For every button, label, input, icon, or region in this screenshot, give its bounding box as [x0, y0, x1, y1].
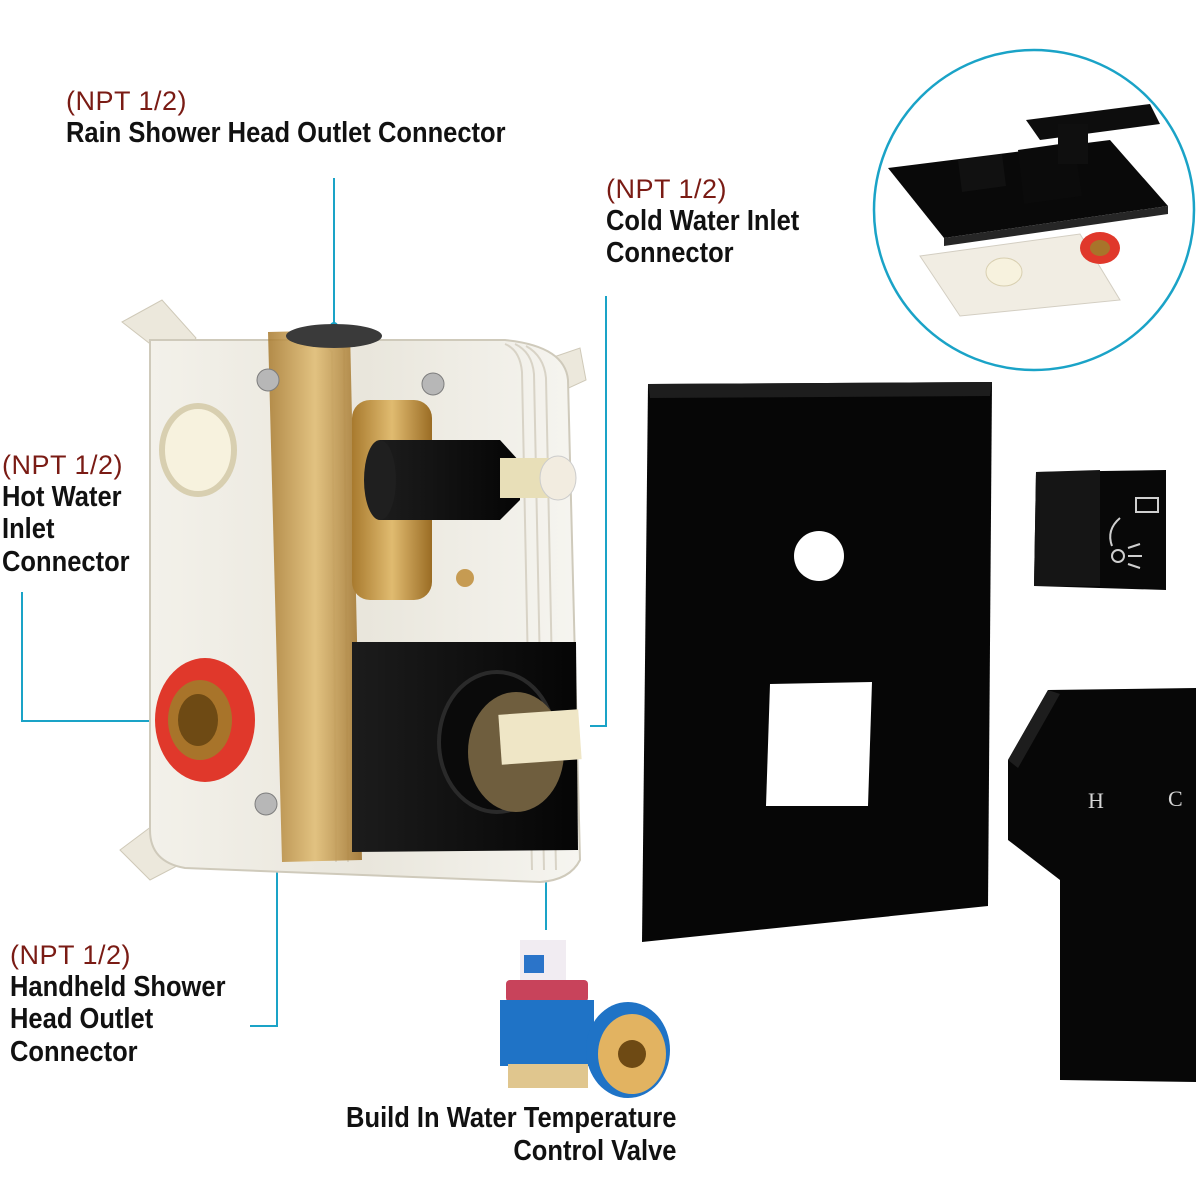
handheld-outlet-label-line3: Connector: [10, 1036, 138, 1069]
cold-inlet-label-line2: Connector: [606, 237, 734, 270]
valve-callout: Build In Water Temperature Control Valve: [301, 1102, 676, 1168]
valve-label-line1: Build In Water Temperature: [345, 1102, 676, 1134]
cold-leader-line: [590, 296, 607, 727]
hot-inlet-callout: (NPT 1/2) Hot Water Inlet Connector: [2, 450, 147, 579]
rain-outlet-spec: (NPT 1/2): [66, 86, 188, 116]
valve-label-line2: Control Valve: [512, 1134, 676, 1167]
cold-inlet-callout: (NPT 1/2) Cold Water Inlet Connector: [606, 174, 826, 270]
rain-outlet-callout: (NPT 1/2) Rain Shower Head Outlet Connec…: [66, 86, 566, 149]
handheld-outlet-label-line2: Head Outlet: [10, 1003, 154, 1036]
handheld-outlet-spec: (NPT 1/2): [10, 940, 132, 970]
rough-in-valve-body: [119, 299, 587, 884]
hot-inlet-label-line2: Inlet: [2, 513, 55, 546]
inset-product-view: [872, 48, 1196, 372]
diverter-knob: [1034, 470, 1166, 590]
hot-inlet-spec: (NPT 1/2): [2, 450, 124, 480]
handheld-outlet-label-line1: Handheld Shower: [10, 970, 226, 1003]
hot-leader-line: [21, 592, 172, 722]
handle-mark-cold: C: [1168, 786, 1183, 811]
hot-inlet-label-line1: Hot Water: [2, 480, 122, 513]
handheld-outlet-callout: (NPT 1/2) Handheld Shower Head Outlet Co…: [10, 940, 255, 1069]
cold-inlet-label-line1: Cold Water Inlet: [606, 204, 800, 237]
handle-mark-hot: H: [1088, 788, 1104, 813]
hot-inlet-label-line3: Connector: [2, 546, 130, 579]
cold-inlet-spec: (NPT 1/2): [606, 174, 728, 204]
trim-cover-plate: [642, 382, 992, 942]
lever-handle: H C: [1008, 688, 1196, 1082]
rain-outlet-label: Rain Shower Head Outlet Connector: [66, 116, 506, 149]
cartridge-illustration: [500, 940, 670, 1098]
